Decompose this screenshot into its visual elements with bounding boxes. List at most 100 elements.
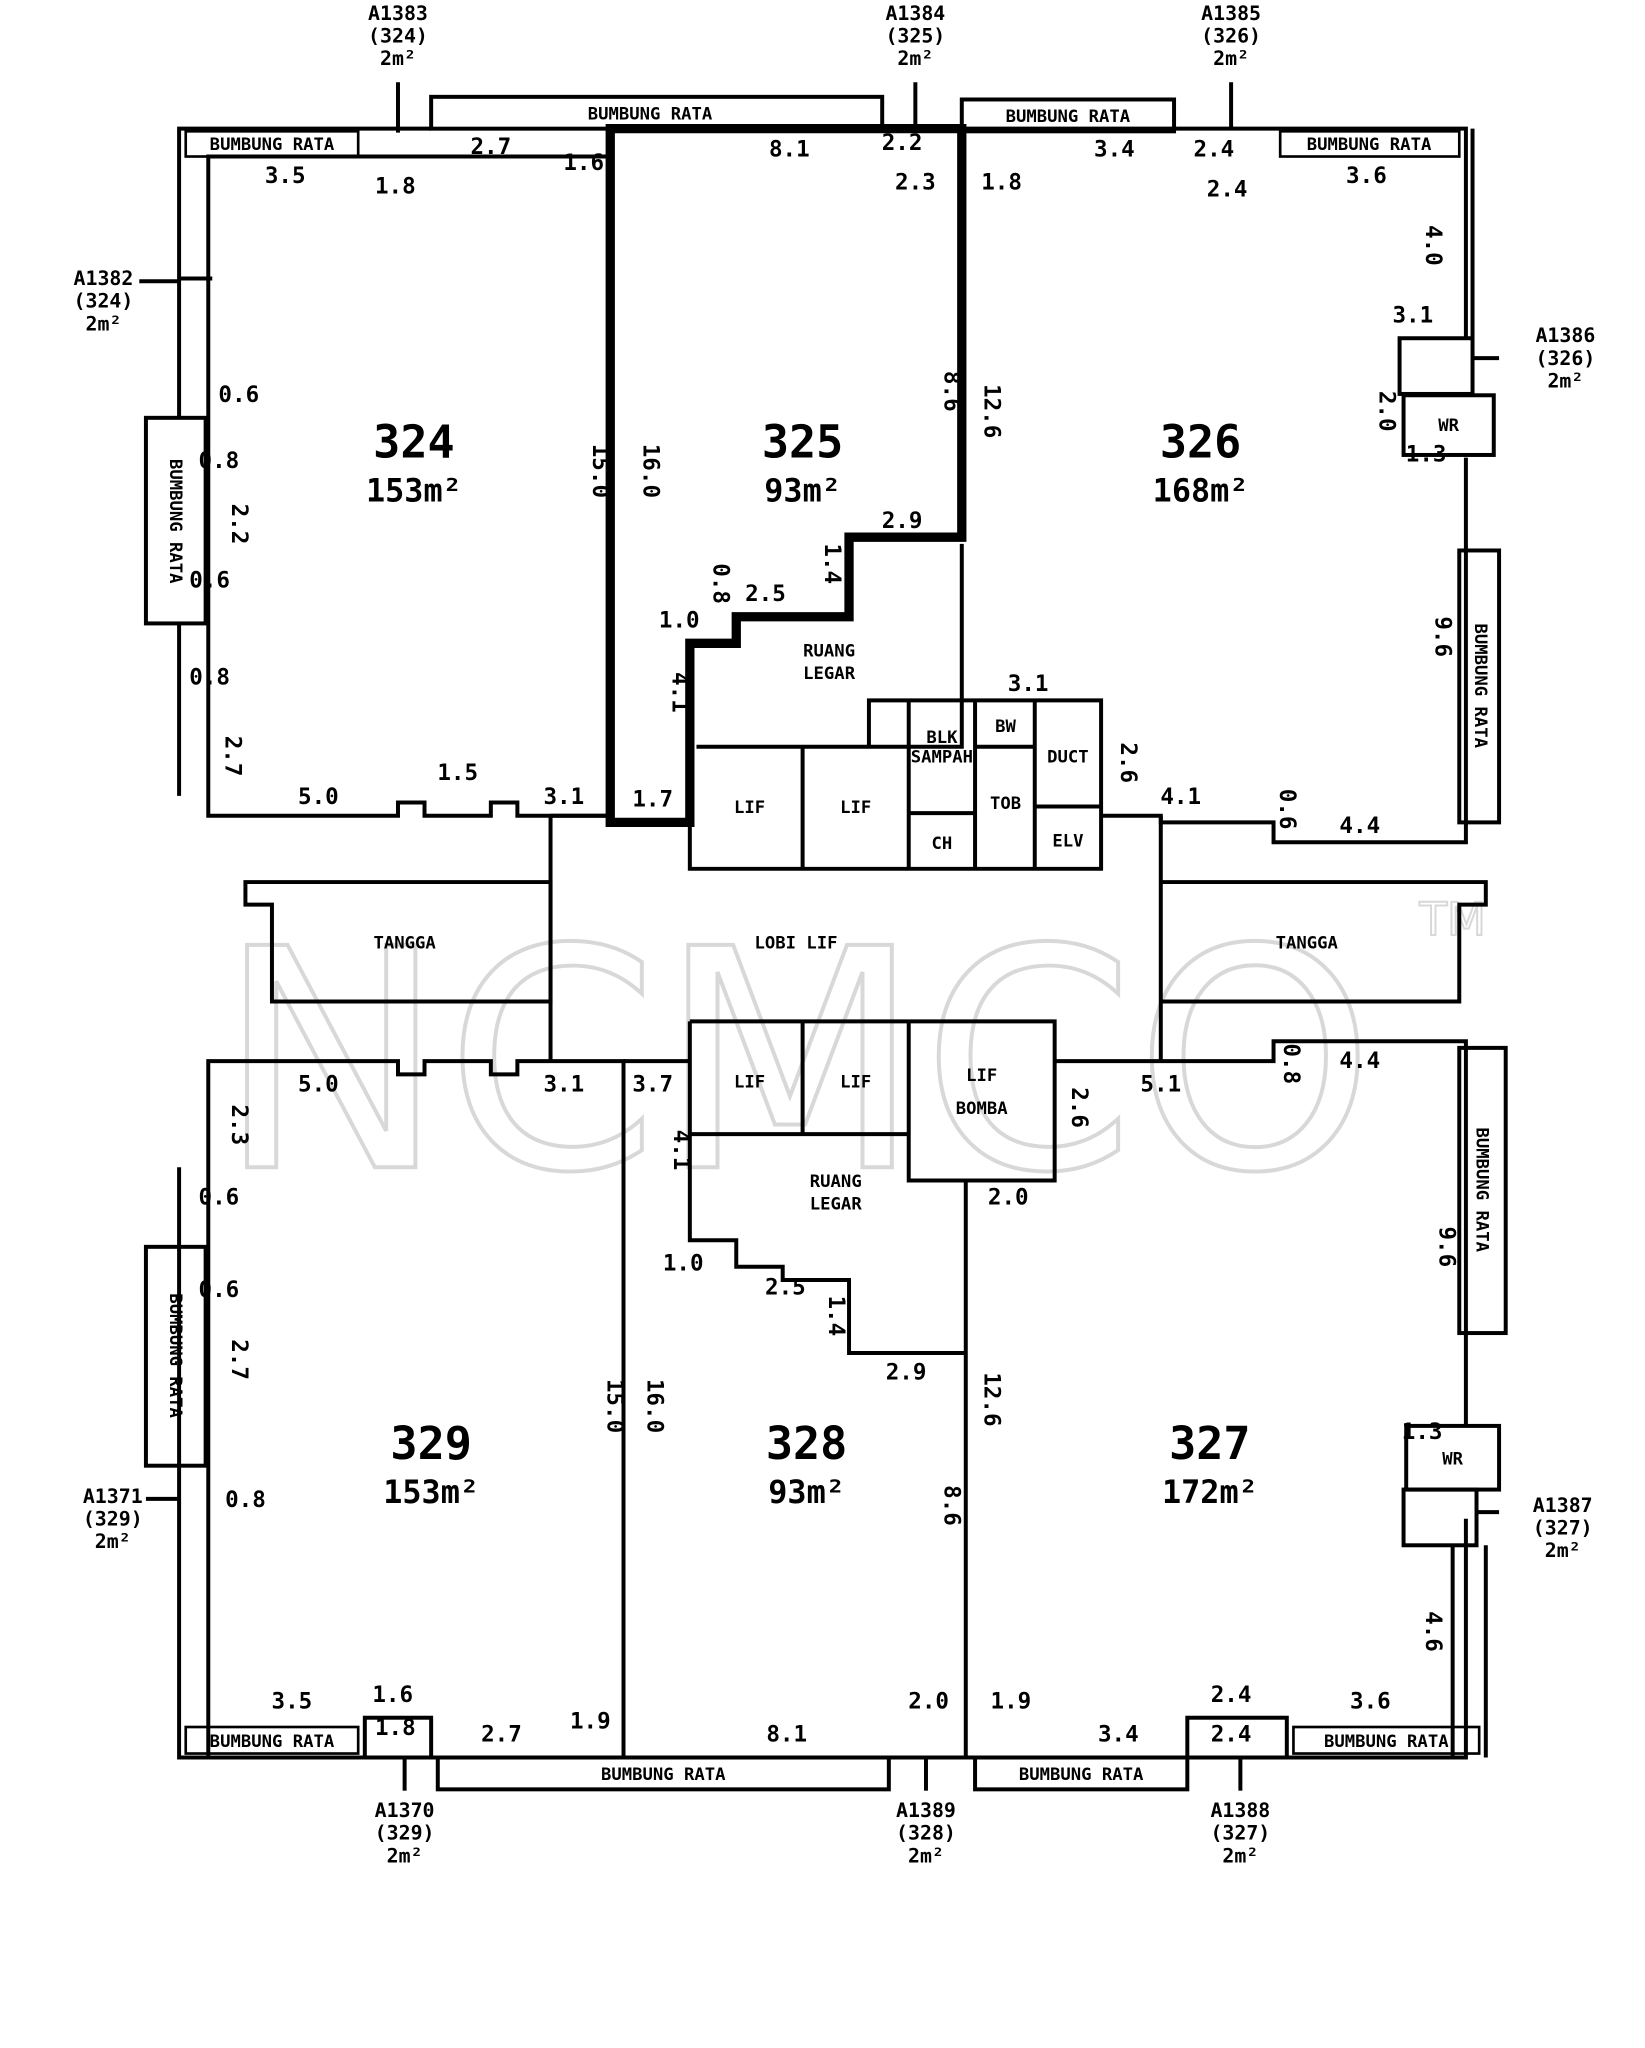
- accessory-parcel: A1387(327)2m²: [1476, 1494, 1593, 1562]
- dimension-label: 5.1: [1140, 1072, 1181, 1098]
- dimension-label: 2.6: [1066, 1087, 1092, 1128]
- parcel-unit: (327): [1210, 1822, 1270, 1845]
- dimension-label: 9.6: [1433, 1226, 1459, 1267]
- dimension-label: 8.1: [769, 137, 810, 163]
- service-core-top: RUANG LEGAR LIF LIF BLK SAMPAH BW TOB DU…: [687, 543, 1104, 871]
- parcel-id: A1382: [74, 267, 134, 290]
- accessory-parcel: A1370(329)2m²: [375, 1757, 435, 1867]
- parcel-unit: (324): [74, 290, 134, 313]
- dimension-label: 0.8: [1278, 1043, 1304, 1084]
- parcel-id: A1384: [885, 2, 945, 25]
- unit-area: 172m²: [1162, 1473, 1258, 1511]
- parcel-unit: (326): [1535, 347, 1595, 370]
- roof-label: BUMBUNG RATA: [1307, 135, 1432, 155]
- bw-label: BW: [995, 717, 1016, 737]
- lift-lobby-label: LOBI LIF: [754, 933, 837, 953]
- dimension-label: 3.1: [543, 784, 584, 810]
- parcel-unit: (326): [1201, 24, 1261, 47]
- wr-label: WR: [1442, 1449, 1463, 1469]
- roof-label: BUMBUNG RATA: [210, 135, 335, 155]
- dimension-label: 1.4: [823, 1295, 849, 1336]
- fire-lift-label: LIF: [966, 1066, 997, 1086]
- fire-lift-label: BOMBA: [956, 1099, 1009, 1119]
- parcel-area: 2m²: [380, 47, 416, 70]
- dimension-label: 2.9: [882, 508, 923, 534]
- dimension-label: 4.6: [1420, 1611, 1446, 1652]
- dimension-label: 4.4: [1339, 813, 1380, 839]
- dimension-label: 3.5: [265, 163, 306, 189]
- dimension-label: 2.3: [895, 170, 936, 196]
- accessory-parcel: A1385(326)2m²: [1201, 2, 1261, 129]
- dimension-label: 3.6: [1346, 163, 1387, 189]
- stairs-right: TANGGA: [1160, 880, 1488, 1004]
- parcel-id: A1387: [1533, 1494, 1593, 1517]
- elv-label: ELV: [1052, 831, 1083, 851]
- dimension-label: 2.2: [226, 504, 252, 545]
- unit-325[interactable]: BUMBUNG RATA 325 93m²: [429, 94, 967, 828]
- dimension-label: 4.4: [1339, 1048, 1380, 1074]
- hall-label: RUANG: [810, 1172, 862, 1192]
- parcel-area: 2m²: [1222, 1844, 1258, 1867]
- ch-label: CH: [932, 834, 953, 854]
- dimension-label: 0.8: [189, 664, 230, 690]
- roof-label: BUMBUNG RATA: [210, 1732, 335, 1752]
- wr-label: WR: [1438, 416, 1459, 436]
- accessory-parcel: A1388(327)2m²: [1210, 1757, 1270, 1867]
- lift-label: LIF: [734, 798, 765, 818]
- dimension-label: 3.6: [1350, 1688, 1391, 1714]
- parcel-id: A1389: [896, 1799, 956, 1822]
- dimension-label: 2.0: [988, 1184, 1029, 1210]
- lift-label: LIF: [840, 1073, 871, 1093]
- dimension-label: 3.4: [1098, 1722, 1139, 1748]
- dimension-label: 0.6: [189, 568, 230, 594]
- stairs-left: TANGGA: [243, 880, 553, 1004]
- parcel-area: 2m²: [1213, 47, 1249, 70]
- roof-label: BUMBUNG RATA: [1019, 1765, 1144, 1785]
- dimension-label: 3.1: [543, 1072, 584, 1098]
- parcel-id: A1370: [375, 1799, 435, 1822]
- dimension-label: 1.3: [1402, 1419, 1443, 1445]
- dimension-label: 3.4: [1094, 137, 1135, 163]
- unit-number: 324: [373, 416, 454, 469]
- unit-327[interactable]: BUMBUNG RATA WR BUMBUNG RATA BUMBUNG RAT…: [965, 1039, 1508, 1792]
- accessory-parcel: A1386(326)2m²: [1472, 324, 1595, 392]
- dimension-label: 0.6: [199, 1277, 240, 1303]
- dimension-label: 1.8: [375, 174, 416, 200]
- dimension-label: 1.8: [981, 170, 1022, 196]
- parcel-area: 2m²: [1547, 369, 1583, 392]
- dimension-label: 4.1: [668, 1130, 694, 1171]
- accessory-parcel: A1383(324)2m²: [368, 2, 428, 133]
- dimension-label: 1.0: [659, 607, 700, 633]
- unit-326[interactable]: BUMBUNG RATA BUMBUNG RATA WR BUMBUNG RAT…: [959, 97, 1502, 845]
- dimension-label: 1.3: [1406, 442, 1447, 468]
- unit-area: 168m²: [1153, 471, 1249, 509]
- dimension-label: 0.6: [199, 1184, 240, 1210]
- parcel-id: A1388: [1210, 1799, 1270, 1822]
- dimension-label: 2.5: [745, 581, 786, 607]
- dimension-label: 1.6: [372, 1682, 413, 1708]
- unit-area: 153m²: [366, 471, 462, 509]
- dimension-label: 16.0: [637, 444, 663, 498]
- dimension-label: 8.6: [939, 1485, 965, 1526]
- dimension-label: 16.0: [641, 1379, 667, 1433]
- dimension-label: 2.4: [1211, 1682, 1252, 1708]
- parcel-unit: (329): [375, 1822, 435, 1845]
- dimension-label: 1.0: [663, 1251, 704, 1277]
- dimension-label: 2.0: [908, 1688, 949, 1714]
- unit-328[interactable]: BUMBUNG RATA 328 93m²: [435, 1059, 968, 1792]
- refuse-label: BLK: [926, 728, 958, 748]
- dimension-label: 3.1: [1392, 302, 1433, 328]
- parcel-id: A1383: [368, 2, 428, 25]
- unit-324[interactable]: BUMBUNG RATA BUMBUNG RATA 324 153m²: [143, 126, 613, 818]
- hall-label: RUANG: [803, 642, 855, 662]
- accessory-parcel: A1389(328)2m²: [896, 1757, 956, 1867]
- dimension-label: 2.7: [470, 134, 511, 160]
- roof-label: BUMBUNG RATA: [588, 104, 713, 124]
- roof-label: BUMBUNG RATA: [1470, 624, 1490, 749]
- dimension-label: 3.5: [271, 1688, 312, 1714]
- dimension-label: 2.9: [886, 1359, 927, 1385]
- dimension-label: 0.8: [199, 448, 240, 474]
- dimension-label: 0.8: [225, 1487, 266, 1513]
